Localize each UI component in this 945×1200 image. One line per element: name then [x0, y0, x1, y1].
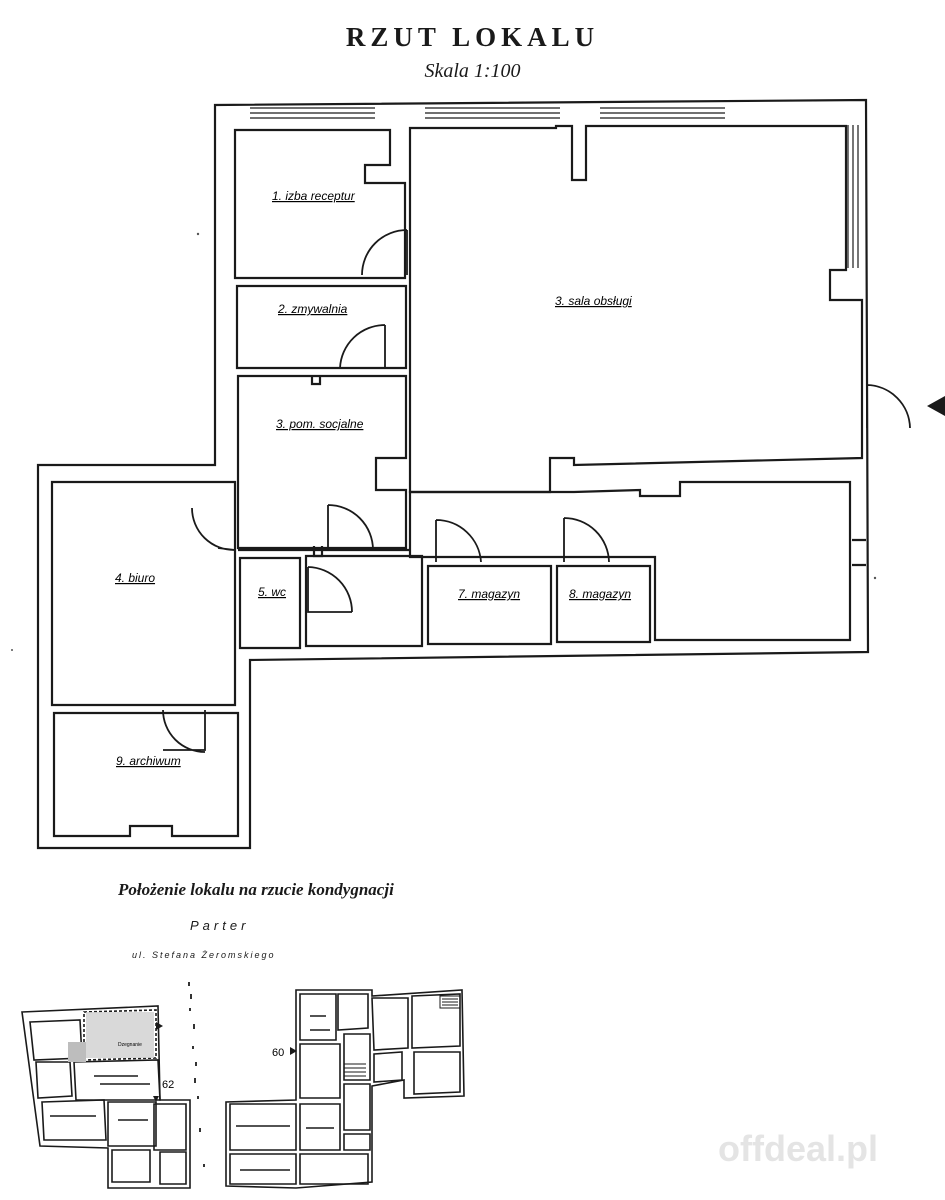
door-room-3b [327, 504, 374, 551]
door-entrance [866, 384, 911, 429]
room-8-label: 8. magazyn [569, 587, 631, 601]
street-dots [188, 982, 205, 1167]
room-5-label: 5. wc [258, 585, 286, 599]
door-room-4 [191, 507, 236, 551]
label-62: 62 [162, 1079, 174, 1091]
door-room-1 [361, 229, 408, 276]
location-map-left [21, 1005, 191, 1189]
location-map-right [225, 989, 465, 1189]
hall-outline [408, 480, 852, 642]
room-3a-outline [408, 124, 864, 494]
room-5b-outline [304, 554, 424, 648]
room-7-outline [426, 564, 553, 646]
window-top-2 [425, 107, 560, 119]
door-room-9 [162, 709, 206, 753]
location-unit-tag: Dzegnanie [118, 1042, 142, 1048]
door-room-7 [435, 519, 482, 563]
room-3b-outline [236, 374, 408, 550]
room-3b-label: 3. pom. socjalne [276, 417, 364, 431]
window-right [847, 125, 859, 268]
door-swings [162, 229, 911, 753]
room-9-outline [52, 711, 240, 838]
room-3a-label: 3. sala obsługi [555, 294, 632, 308]
room-7-label: 7. magazyn [458, 587, 520, 601]
room-1-label: 1. izba receptur [272, 189, 356, 203]
room-9-label: 9. archiwum [116, 754, 181, 768]
location-street: ul. Stefana Żeromskiego [132, 950, 276, 960]
window-top-1 [250, 107, 375, 119]
room-1-outline [233, 128, 407, 280]
location-floor: Parter [190, 918, 250, 933]
plan-scale: Skala 1:100 [424, 60, 521, 82]
door-corridor [307, 566, 353, 613]
door-room-8 [563, 517, 610, 563]
stray-marks [11, 232, 877, 651]
room-4-label: 4. biuro [115, 571, 155, 585]
room-5-outline [238, 556, 302, 650]
location-stairs-icon-2 [442, 998, 458, 1006]
watermark: offdeal.pl [718, 1128, 878, 1169]
location-arrow-right-icon [290, 1047, 297, 1055]
room-2-label: 2. zmywalnia [277, 302, 348, 316]
location-stairs-icon [344, 1063, 366, 1077]
room-2-outline [235, 284, 408, 370]
location-heading: Położenie lokalu na rzucie kondygnacji [118, 880, 394, 899]
outer-wall [36, 98, 870, 850]
plan-title: RZUT LOKALU [345, 22, 600, 52]
room-8-outline [555, 564, 652, 644]
room-4-outline [50, 480, 237, 707]
window-top-3 [600, 107, 725, 119]
location-arrow-down-icon [153, 1096, 159, 1102]
location-arrow-icon [156, 1022, 163, 1030]
door-room-2 [339, 324, 386, 369]
label-60: 60 [272, 1047, 284, 1059]
location-unit-highlight [86, 1012, 154, 1058]
entrance-arrow-icon [927, 396, 945, 416]
